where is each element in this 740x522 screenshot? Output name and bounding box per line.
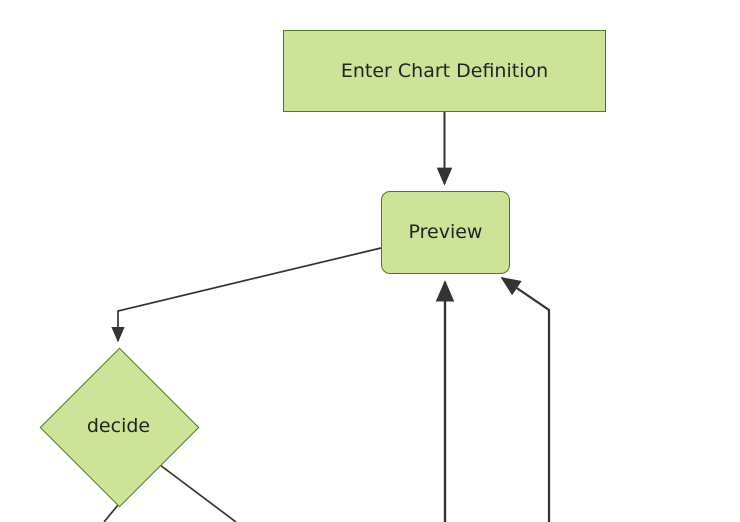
node-label-enter-chart-definition: Enter Chart Definition xyxy=(340,59,549,82)
diamond-shape xyxy=(39,347,200,508)
node-label-preview: Preview xyxy=(408,221,483,244)
node-enter-chart-definition[interactable]: Enter Chart Definition xyxy=(283,30,606,112)
node-decide[interactable]: decide xyxy=(39,347,200,508)
edge-bottom-right-to-preview xyxy=(500,277,551,522)
edge-preview-to-decide xyxy=(111,247,382,343)
edge-decide-right-branch xyxy=(159,464,237,522)
node-preview[interactable]: Preview xyxy=(381,191,510,274)
edge-decide-left-branch xyxy=(103,504,119,522)
